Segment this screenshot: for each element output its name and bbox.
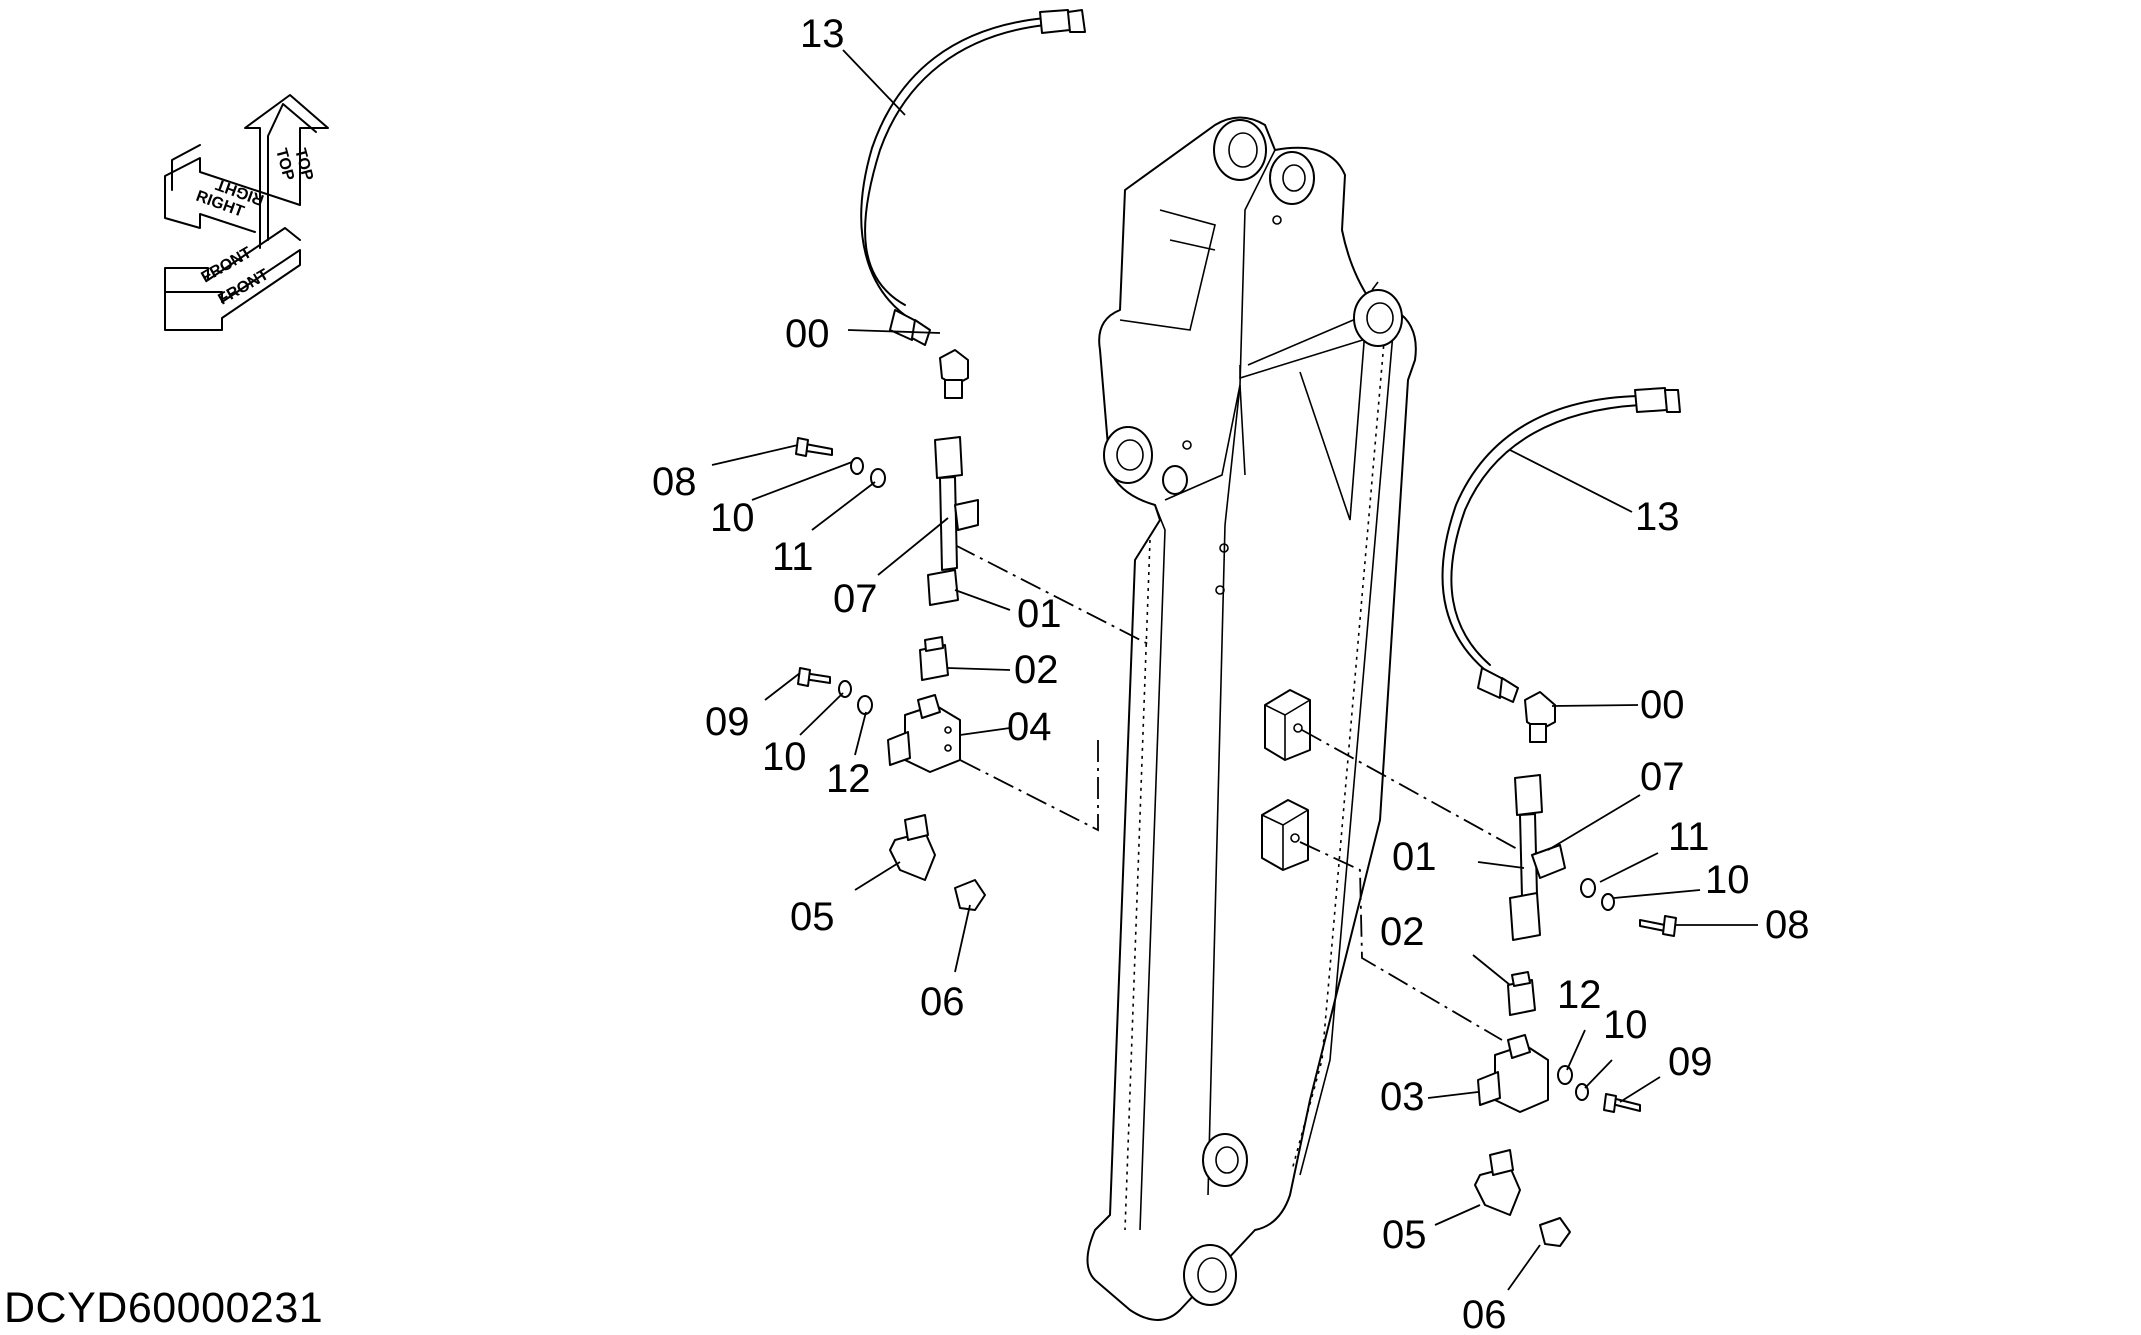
top-pin-boss (1213, 119, 1267, 181)
right-hose-assembly (1441, 387, 1681, 1247)
label-04-left: 04 (1007, 705, 1052, 749)
arm-structure (1086, 116, 1417, 1321)
label-10b-left: 10 (762, 735, 807, 779)
nut-01 (927, 569, 959, 606)
part-labels: 13 00 08 10 11 07 01 02 09 10 12 04 05 0… (652, 12, 1810, 1335)
label-09-right: 09 (1668, 1040, 1713, 1084)
label-13-left: 13 (800, 12, 845, 56)
label-01-left: 01 (1017, 592, 1062, 636)
label-09-left: 09 (705, 700, 750, 744)
label-02-left: 02 (1014, 648, 1059, 692)
label-05-right: 05 (1382, 1213, 1427, 1257)
orientation-indicator: TOP TOP RIGHT RIGHT FRONT FRONT (164, 94, 329, 331)
label-00-right: 00 (1640, 683, 1685, 727)
leader-lines (711, 49, 1758, 1291)
label-12-left: 12 (826, 757, 871, 801)
label-08-right: 08 (1765, 903, 1810, 947)
label-06-right: 06 (1462, 1293, 1507, 1335)
hose-end-fitting-top (1039, 9, 1071, 34)
label-11-right: 11 (1668, 815, 1710, 859)
label-02-right: 02 (1380, 910, 1425, 954)
label-05-left: 05 (790, 895, 835, 939)
label-12-right: 12 (1557, 973, 1602, 1017)
label-07-right: 07 (1640, 755, 1685, 799)
plug-06 (954, 879, 986, 911)
label-01-right: 01 (1392, 835, 1437, 879)
label-06-left: 06 (920, 980, 965, 1024)
document-code: DCYD60000231 (4, 1284, 324, 1332)
label-03-right: 03 (1380, 1075, 1425, 1119)
label-10b-right: 10 (1603, 1003, 1648, 1047)
elbow-fitting (939, 349, 969, 386)
label-13-right: 13 (1635, 495, 1680, 539)
label-00-left: 00 (785, 312, 830, 356)
label-10a-left: 10 (710, 496, 755, 540)
label-10a-right: 10 (1705, 858, 1750, 902)
label-08-left: 08 (652, 460, 697, 504)
assembly-lines (954, 544, 1529, 1041)
label-07-left: 07 (833, 577, 878, 621)
label-11-left: 11 (772, 535, 814, 579)
